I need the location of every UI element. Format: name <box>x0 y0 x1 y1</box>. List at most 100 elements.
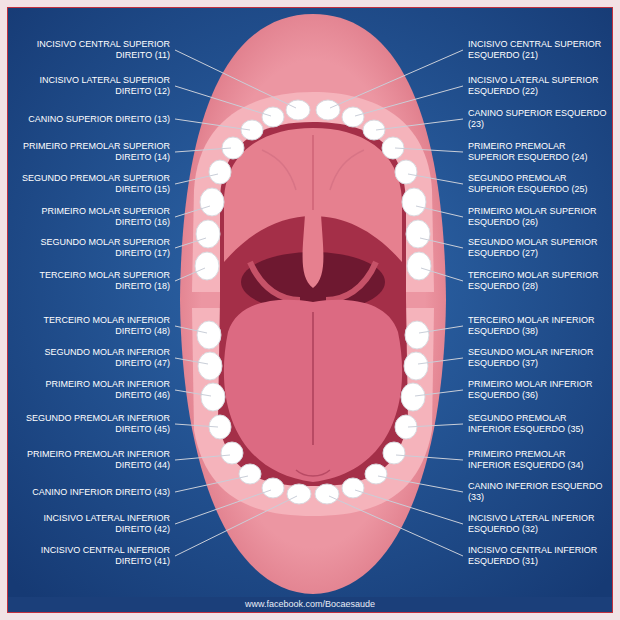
mouth-shape <box>296 470 330 476</box>
tooth-label: TERCEIRO MOLAR INFERIOR DIREITO (48) <box>20 315 170 337</box>
tooth-label: SEGUNDO PREMOLAR SUPERIOR ESQUERDO (25) <box>468 173 608 195</box>
tooth-label: INCISIVO LATERAL INFERIOR DIREITO (42) <box>20 513 170 535</box>
tooth-label: CANINO INFERIOR DIREITO (43) <box>20 487 170 498</box>
tooth-label: CANINO SUPERIOR ESQUERDO (23) <box>468 108 608 130</box>
mouth-shape <box>262 107 284 127</box>
mouth-shape <box>196 220 220 248</box>
mouth-shape <box>378 476 463 492</box>
mouth-shape <box>407 252 431 280</box>
mouth-shape <box>8 597 612 612</box>
mouth-shape <box>201 383 225 411</box>
mouth-shape <box>175 174 218 184</box>
mouth-shape <box>383 442 405 464</box>
mouth-shape <box>221 442 243 464</box>
tooth-label: INCISIVO CENTRAL INFERIOR ESQUERDO (31) <box>468 545 608 567</box>
tooth-label: PRIMEIRO MOLAR INFERIOR DIREITO (46) <box>20 379 170 401</box>
mouth-shape <box>342 107 364 127</box>
mouth-shape <box>396 455 463 460</box>
tooth-label: SEGUNDO MOLAR SUPERIOR DIREITO (17) <box>20 237 170 259</box>
mouth-shape <box>408 424 463 427</box>
mouth-shape <box>175 490 271 524</box>
tooth-label: PRIMEIRO PREMOLAR INFERIOR ESQUERDO (34) <box>468 449 608 471</box>
mouth-shape <box>175 50 463 556</box>
tooth-label: PRIMEIRO MOLAR SUPERIOR DIREITO (16) <box>20 206 170 228</box>
mouth-shape <box>330 50 463 108</box>
mouth-shape <box>241 120 263 140</box>
tooth-label: INCISIVO CENTRAL SUPERIOR ESQUERDO (21) <box>468 39 608 61</box>
tooth-label: INCISIVO LATERAL SUPERIOR DIREITO (12) <box>20 75 170 97</box>
mouth-shape <box>175 148 231 152</box>
tooth-label: CANINO INFERIOR ESQUERDO (33) <box>468 481 608 503</box>
mouth-shape <box>175 424 218 427</box>
tooth-label: PRIMEIRO MOLAR INFERIOR ESQUERDO (36) <box>468 379 608 401</box>
mouth-shape <box>395 148 463 152</box>
mouth-shape <box>200 188 224 216</box>
mouth-shape <box>175 476 248 492</box>
mouth-shape <box>303 214 324 288</box>
mouth-shape <box>404 352 428 380</box>
mouth-shape <box>376 119 463 130</box>
mouth-shape <box>8 8 612 612</box>
mouth-shape <box>329 496 463 556</box>
mouth-shape <box>239 464 261 484</box>
mouth-shape <box>342 478 364 498</box>
tooth-label: PRIMEIRO PREMOLAR SUPERIOR DIREITO (14) <box>20 141 170 163</box>
mouth-shape <box>316 100 340 120</box>
tooth-label: TERCEIRO MOLAR INFERIOR ESQUERDO (38) <box>468 315 608 337</box>
mouth-shape <box>224 300 402 482</box>
mouth-shape <box>287 484 311 504</box>
tooth-label: INCISIVO CENTRAL SUPERIOR DIREITO (11) <box>20 39 170 61</box>
mouth-shape <box>419 326 463 333</box>
mouth-shape <box>315 484 339 504</box>
mouth-shape <box>421 268 463 281</box>
mouth-shape <box>175 390 211 396</box>
mouth-shape <box>355 490 463 524</box>
mouth-shape <box>416 206 463 217</box>
mouth-shape <box>312 135 314 210</box>
tooth-label: PRIMEIRO PREMOLAR INFERIOR DIREITO (44) <box>20 449 170 471</box>
mouth-shape <box>175 455 230 460</box>
tooth-label: INCISIVO LATERAL SUPERIOR ESQUERDO (22) <box>468 75 608 97</box>
mouth-shape <box>175 358 208 364</box>
mouth-shape <box>408 174 463 184</box>
mouth-shape <box>286 100 310 120</box>
mouth-shape <box>175 206 210 217</box>
mouth-shape <box>198 352 222 380</box>
mouth-shape <box>197 321 221 349</box>
tooth-label: CANINO SUPERIOR DIREITO (13) <box>20 114 170 125</box>
mouth-shape <box>401 383 425 411</box>
mouth-shape <box>175 496 297 556</box>
mouth-shape <box>195 252 219 280</box>
mouth-shape <box>180 14 446 594</box>
mouth-shape <box>415 390 463 396</box>
mouth-shape <box>175 238 206 248</box>
tooth-label: SEGUNDO PREMOLAR INFERIOR ESQUERDO (35) <box>468 413 608 435</box>
mouth-shape <box>197 321 429 504</box>
mouth-shape <box>418 358 463 364</box>
mouth-shape <box>175 326 207 333</box>
mouth-shape <box>420 238 463 248</box>
mouth-shape <box>175 86 271 116</box>
mouth-shape <box>175 50 296 108</box>
mouth-shape <box>175 268 205 281</box>
mouth-shape <box>175 119 250 130</box>
watermark: www.facebook.com/Bocaesaude <box>241 599 379 610</box>
mouth-shape <box>405 321 429 349</box>
tooth-label: SEGUNDO MOLAR SUPERIOR ESQUERDO (27) <box>468 237 608 259</box>
tooth-label: SEGUNDO PREMOLAR SUPERIOR DIREITO (15) <box>20 173 170 195</box>
tooth-label: SEGUNDO MOLAR INFERIOR ESQUERDO (37) <box>468 347 608 369</box>
tooth-label: SEGUNDO MOLAR INFERIOR DIREITO (47) <box>20 347 170 369</box>
mouth-shape <box>402 188 426 216</box>
mouth-shape <box>395 160 417 184</box>
tooth-label: SEGUNDO PREMOLAR INFERIOR DIREITO (45) <box>20 413 170 435</box>
mouth-shape <box>218 122 408 486</box>
tooth-label: INCISIVO CENTRAL INFERIOR DIREITO (41) <box>20 545 170 567</box>
mouth-shape <box>355 86 463 116</box>
tooth-label: INCISIVO LATERAL INFERIOR ESQUERDO (32) <box>468 513 608 535</box>
tooth-label: PRIMEIRO PREMOLAR SUPERIOR ESQUERDO (24) <box>468 141 608 163</box>
tooth-label: TERCEIRO MOLAR SUPERIOR DIREITO (18) <box>20 270 170 292</box>
mouth-shape <box>209 160 231 184</box>
tooth-label: TERCEIRO MOLAR SUPERIOR ESQUERDO (28) <box>468 270 608 292</box>
mouth-shape <box>363 120 385 140</box>
